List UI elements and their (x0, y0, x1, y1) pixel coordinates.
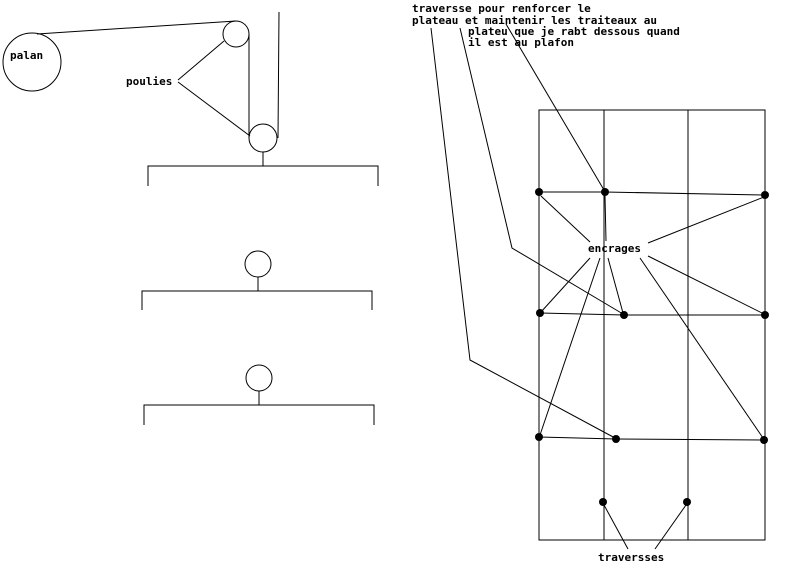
note-line-2: plateau et maintenir les traiteaux au (412, 14, 657, 27)
poulies-leader-2 (177, 81, 251, 137)
leader-line (540, 195, 591, 243)
rope-top (36, 20, 237, 35)
traversses-label: traversses (598, 551, 664, 564)
pulley-bottom (248, 123, 278, 153)
pulley-top (222, 20, 250, 48)
anchor-dot (761, 311, 769, 319)
anchor-points (535, 188, 769, 506)
note-line-1: traversse pour renforcer le (412, 2, 591, 15)
palan-circle (2, 32, 62, 92)
anchor-dot (620, 311, 628, 319)
plateau-grid: encrages traversses (535, 109, 769, 564)
anchor-dot (683, 498, 691, 506)
leader-line (539, 257, 601, 436)
traversses-leader (603, 504, 629, 550)
plateau-stage-2 (141, 250, 373, 310)
plateau-1 (147, 165, 379, 186)
pulley-3 (245, 364, 273, 392)
encrages-label: encrages (588, 242, 641, 255)
anchor-dot (760, 436, 768, 444)
leader-line (639, 257, 764, 439)
note-line-4: il est au plafon (468, 36, 574, 49)
poulies-label: poulies (126, 75, 172, 88)
note-leader-3 (505, 23, 605, 191)
poulies-leader-1 (177, 40, 225, 81)
leader-line (607, 257, 624, 314)
hoist-system: palan poulies (2, 11, 379, 186)
traversses-leader (654, 504, 687, 550)
note-block: traversse pour renforcer le plateau et m… (412, 2, 680, 439)
anchor-dot (535, 188, 543, 196)
leader-line (647, 255, 765, 315)
rope-right (277, 11, 280, 139)
plateau-2 (141, 290, 373, 310)
pulley-2 (244, 250, 272, 278)
anchor-dot (599, 498, 607, 506)
leader-line (604, 195, 607, 242)
leader-line (540, 257, 591, 313)
anchor-dot (601, 188, 609, 196)
encrages-leaders (539, 195, 765, 439)
note-leader-2 (459, 27, 624, 315)
plateau-stage-3 (143, 364, 375, 425)
traverse-3 (538, 436, 765, 441)
traverse-2 (539, 312, 765, 316)
grid-outline (538, 109, 766, 541)
plateau-3 (143, 404, 375, 425)
traverse-1 (539, 191, 766, 196)
palan-label: palan (10, 49, 43, 62)
leader-line (647, 196, 765, 244)
anchor-dot (612, 435, 620, 443)
note-line-3: plateu que je rabt dessous quand (468, 25, 680, 38)
note-leader-1 (430, 27, 616, 439)
anchor-dot (535, 433, 543, 441)
